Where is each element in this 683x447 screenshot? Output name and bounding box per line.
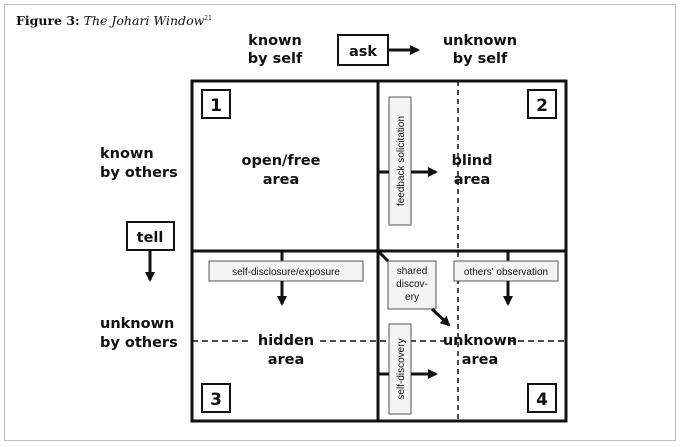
quadrant-3-number: 3	[201, 383, 231, 413]
open-area-line1: open/free	[242, 153, 321, 169]
figure-caption: Figure 3: The Johari Window21	[16, 13, 212, 28]
svg-text:1: 1	[210, 96, 222, 116]
unknown-area-line1: unknown	[443, 333, 517, 349]
shared-discovery-line1: shared	[397, 266, 428, 277]
ask-box: ask	[337, 34, 389, 66]
self-disclosure-box: self-disclosure/exposure	[208, 260, 364, 282]
blind-area-line2: area	[454, 172, 491, 188]
shared-discovery-line3: ery	[405, 292, 419, 303]
others-observation-box: others' observation	[453, 260, 559, 282]
footnote-marker: 21	[204, 14, 212, 22]
others-observation-label: others' observation	[464, 267, 548, 278]
feedback-solicitation-label: feedback solicitation	[396, 116, 407, 206]
shared-discovery-box: shared discov- ery	[387, 260, 437, 310]
unknown-area-line2: area	[462, 352, 499, 368]
hidden-area-line2: area	[268, 352, 305, 368]
self-disclosure-label: self-disclosure/exposure	[232, 267, 340, 278]
shared-discovery-arrow	[430, 307, 451, 327]
figure-title: The Johari Window	[83, 13, 205, 28]
known-by-others-line1: known	[100, 146, 154, 162]
open-area-line2: area	[263, 172, 300, 188]
svg-text:2: 2	[536, 96, 548, 116]
unknown-by-others-line2: by others	[100, 335, 178, 351]
blind-area-line1: blind	[451, 153, 492, 169]
ask-label: ask	[349, 44, 377, 60]
svg-text:3: 3	[210, 390, 222, 410]
tell-label: tell	[137, 230, 164, 246]
figure-label: Figure 3:	[16, 13, 80, 28]
quadrant-1-number: 1	[201, 89, 231, 119]
known-by-others-line2: by others	[100, 165, 178, 181]
feedback-solicitation-box: feedback solicitation	[388, 96, 412, 226]
quadrant-4-number: 4	[527, 383, 557, 413]
hidden-area-line1: hidden	[258, 333, 314, 349]
figure-frame	[4, 4, 676, 441]
known-by-self-line2: by self	[248, 51, 303, 67]
svg-text:4: 4	[536, 390, 548, 410]
shared-discovery-line2: discov-	[396, 279, 428, 290]
unknown-by-self-line2: by self	[453, 51, 508, 67]
unknown-by-self-line1: unknown	[443, 33, 517, 49]
unknown-by-others-line1: unknown	[100, 316, 174, 332]
known-by-self-line1: known	[248, 33, 302, 49]
self-discovery-label: self-discovery	[396, 338, 407, 399]
shared-discovery-connector	[376, 249, 390, 263]
self-discovery-box: self-discovery	[388, 323, 412, 415]
quadrant-2-number: 2	[527, 89, 557, 119]
tell-box: tell	[126, 221, 175, 251]
